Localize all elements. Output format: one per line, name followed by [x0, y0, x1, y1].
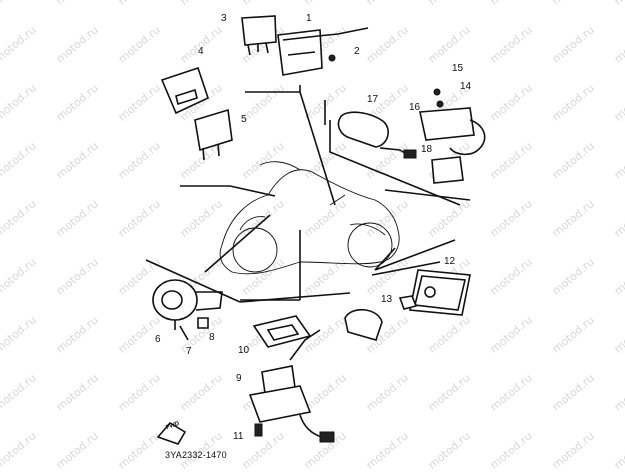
- part-13-nut: [400, 296, 416, 309]
- part-11-screw: [255, 424, 262, 436]
- callout-11: 11: [233, 431, 244, 442]
- callout-15: 15: [452, 63, 464, 74]
- part-6-horn: [153, 280, 222, 340]
- callout-6: 6: [155, 334, 161, 345]
- part-12-plate: [410, 270, 470, 315]
- part-5-flasher: [195, 110, 232, 160]
- callout-10: 10: [238, 345, 250, 356]
- callout-4: 4: [198, 46, 204, 57]
- wire-connector: [300, 415, 334, 442]
- callout-2: 2: [354, 46, 360, 57]
- callout-18: 18: [421, 144, 433, 155]
- part-4-unit: [162, 68, 208, 113]
- motorcycle-outline: [220, 162, 399, 274]
- callout-9: 9: [236, 373, 242, 384]
- callout-8: 8: [209, 332, 215, 343]
- leader-lines: [146, 85, 470, 302]
- callout-17: 17: [367, 94, 379, 105]
- callout-12: 12: [444, 256, 456, 267]
- fwd-arrow: [158, 423, 185, 444]
- callout-16: 16: [409, 102, 421, 113]
- part-3-relay: [242, 16, 276, 55]
- part-9-fuel-sender: [250, 310, 382, 422]
- part-1-regulator: [278, 28, 368, 75]
- callout-14: 14: [460, 81, 472, 92]
- part-17-condenser: [338, 112, 416, 158]
- callout-5: 5: [241, 114, 247, 125]
- callout-3: 3: [221, 13, 227, 24]
- callout-7: 7: [186, 346, 192, 357]
- callout-13: 13: [381, 294, 393, 305]
- callout-1: 1: [306, 13, 312, 24]
- part-18-relay: [432, 157, 463, 183]
- part-10-gasket: [254, 316, 310, 347]
- part-14-switch: [420, 89, 485, 154]
- drawing-code: 3YA2332-1470: [165, 450, 227, 460]
